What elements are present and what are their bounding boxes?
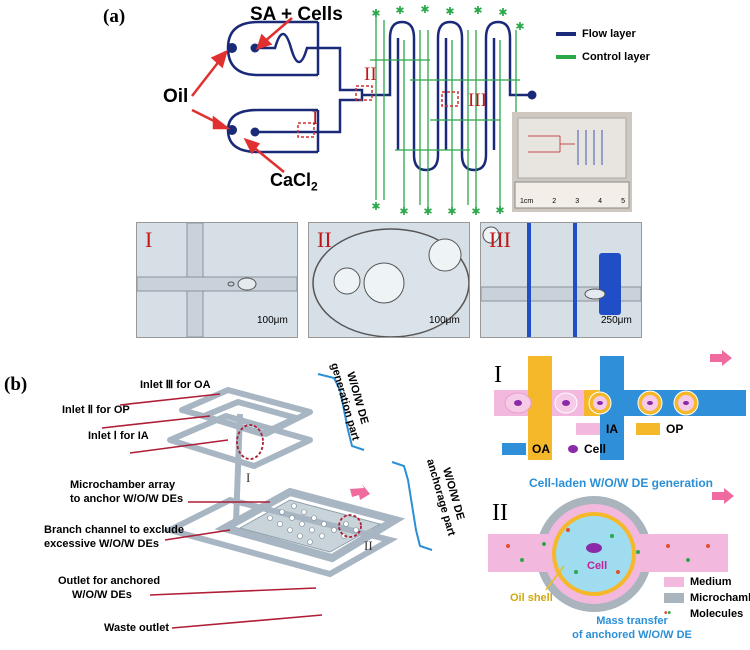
schematic-ii-legend: Medium Microchamber ••Molecules — [664, 574, 750, 622]
panel-b-label: (b) — [4, 374, 28, 395]
region-ii-marker — [338, 514, 362, 538]
svg-text:✱: ✱ — [445, 6, 454, 18]
microchamber-array-label: Microchamber array to anchor W/O/W DEs — [70, 479, 184, 505]
legend-control-layer: Control layer — [556, 51, 650, 63]
svg-text:✱: ✱ — [371, 201, 380, 213]
chip-photo — [512, 112, 632, 212]
oil-shell-label: Oil shell — [510, 592, 553, 604]
sa-cells-label: SA + Cells — [250, 4, 343, 25]
control-layer-swatch — [556, 55, 576, 59]
inlet-i-label: Inlet Ⅰ for IA — [88, 430, 149, 442]
region-i-label: I — [312, 108, 319, 129]
panel-a-label: (a) — [103, 6, 126, 27]
legend-flow-layer: Flow layer — [556, 28, 636, 40]
inlet-ii-label: Inlet Ⅱ for OP — [62, 404, 130, 416]
anchorage-part — [161, 487, 406, 578]
branch-channel-label: Branch channel to exclude excessive W/O/… — [44, 524, 184, 550]
region-ii-label: II — [364, 64, 377, 85]
legend-medium: Medium — [664, 574, 750, 590]
schematic-i — [494, 350, 746, 460]
schematic-ii — [488, 488, 734, 612]
molecules — [506, 528, 710, 574]
microchamber-array — [267, 503, 359, 545]
panel-a-diagram: ✱✱✱ ✱✱✱ ✱ ✱✱✱ ✱✱✱ ✱ — [191, 4, 632, 218]
schematic-ii-numeral: II — [492, 500, 508, 526]
svg-text:✱: ✱ — [423, 206, 432, 218]
schematic-cell-label: Cell — [587, 560, 608, 572]
droplets-row — [504, 390, 699, 416]
micrograph-i: I 100μm — [136, 222, 298, 338]
schematic-i-numeral: I — [494, 362, 502, 388]
part-braces — [317, 373, 433, 551]
legend-cell: Cell — [568, 442, 606, 456]
legend-op: OP — [636, 422, 683, 436]
svg-text:✱: ✱ — [420, 4, 429, 16]
flow-inlet-dots — [227, 43, 537, 137]
svg-text:✱: ✱ — [471, 206, 480, 218]
flow-direction-arrow — [350, 484, 370, 500]
schematic-ii-caption: Mass transfer of anchored W/O/W DE — [572, 615, 692, 641]
oil-shell-pointer — [545, 565, 565, 591]
flow-arrow-i — [710, 350, 732, 366]
inlet-iii-label: Inlet Ⅲ for OA — [140, 379, 211, 391]
control-valve-markers: ✱✱✱ ✱✱✱ ✱ ✱✱✱ ✱✱✱ ✱ — [371, 4, 524, 218]
outlet-anchored-label: Outlet for anchored W/O/W DEs — [58, 575, 161, 601]
svg-text:✱: ✱ — [473, 5, 482, 17]
legend-ia: IA — [576, 422, 618, 436]
flow-layer-swatch — [556, 32, 576, 36]
svg-text:✱: ✱ — [447, 206, 456, 218]
callout-lines — [101, 393, 323, 629]
svg-text:✱: ✱ — [371, 8, 380, 20]
schematic-i-caption: Cell-laden W/O/W DE generation — [529, 476, 714, 490]
region-i-marker — [236, 424, 264, 460]
micrograph-ii: II 100μm — [308, 222, 470, 338]
schematic-cell — [586, 543, 602, 553]
ruler-tick-labels: 1cm 2 3 4 5 — [520, 198, 625, 205]
svg-text:✱: ✱ — [515, 21, 524, 33]
legend-molecules: ••Molecules — [664, 608, 744, 620]
legend-microchamber: Microchamber — [664, 590, 750, 606]
panel-b-chip-diagram — [101, 373, 433, 629]
region-ii-callout: II — [364, 538, 373, 553]
region-iii-label: III — [468, 90, 487, 111]
region-i-callout: I — [246, 470, 251, 485]
region-boxes — [297, 85, 459, 138]
inlet-arrows — [191, 17, 293, 173]
micrograph-iii: III 250μm — [480, 222, 642, 338]
svg-text:✱: ✱ — [498, 7, 507, 19]
schematic-i-legend: IA OP OA Cell — [502, 422, 683, 456]
legend-oa: OA — [502, 442, 550, 456]
cacl2-label: CaCl2 — [270, 170, 318, 194]
flow-arrow-ii — [712, 488, 734, 504]
oil-label: Oil — [163, 86, 189, 107]
svg-text:✱: ✱ — [395, 5, 404, 17]
svg-text:✱: ✱ — [495, 205, 504, 217]
svg-text:✱: ✱ — [399, 206, 408, 218]
waste-outlet-label: Waste outlet — [104, 622, 169, 634]
